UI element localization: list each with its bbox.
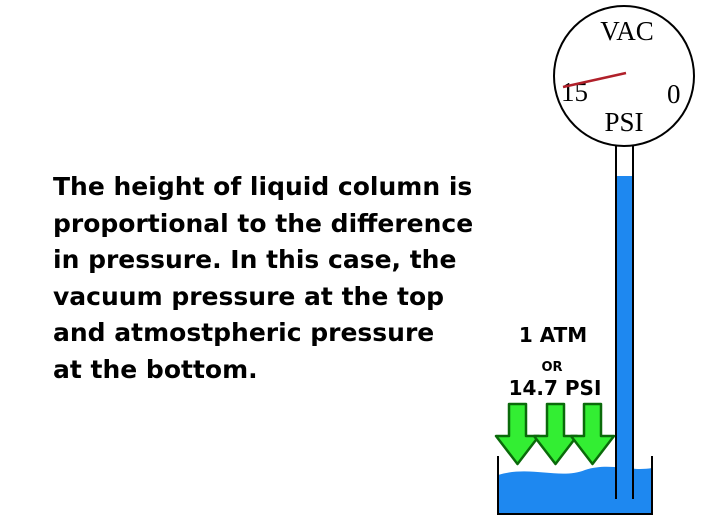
gauge-title: VAC (600, 16, 654, 46)
explanation-line: proportional to the difference (53, 208, 474, 238)
atm-or-label: OR (541, 360, 562, 375)
gauge-needle (562, 71, 627, 89)
gauge-unit: PSI (604, 107, 643, 137)
explanation-line: at the bottom. (53, 354, 258, 384)
atm-psi-label: 14.7 PSI (509, 376, 602, 400)
reservoir-container (497, 456, 653, 515)
vacuum-gauge (553, 5, 695, 147)
pressure-arrow-down (569, 402, 616, 466)
explanation-line: and atmostpheric pressure (53, 318, 435, 347)
pressure-arrow-down (494, 402, 541, 466)
explanation-line: The height of liquid column is (53, 172, 473, 201)
pressure-arrow-down (532, 402, 579, 466)
gauge-scale-right: 0 (667, 79, 681, 109)
explanation-text: The height of liquid column is proportio… (53, 169, 513, 388)
atm-label: 1 ATM (519, 323, 587, 347)
liquid-column (617, 176, 632, 512)
reservoir-liquid (498, 466, 652, 514)
explanation-line: in pressure. In this case, the (53, 245, 457, 274)
explanation-line: vacuum pressure at the top (53, 281, 445, 311)
